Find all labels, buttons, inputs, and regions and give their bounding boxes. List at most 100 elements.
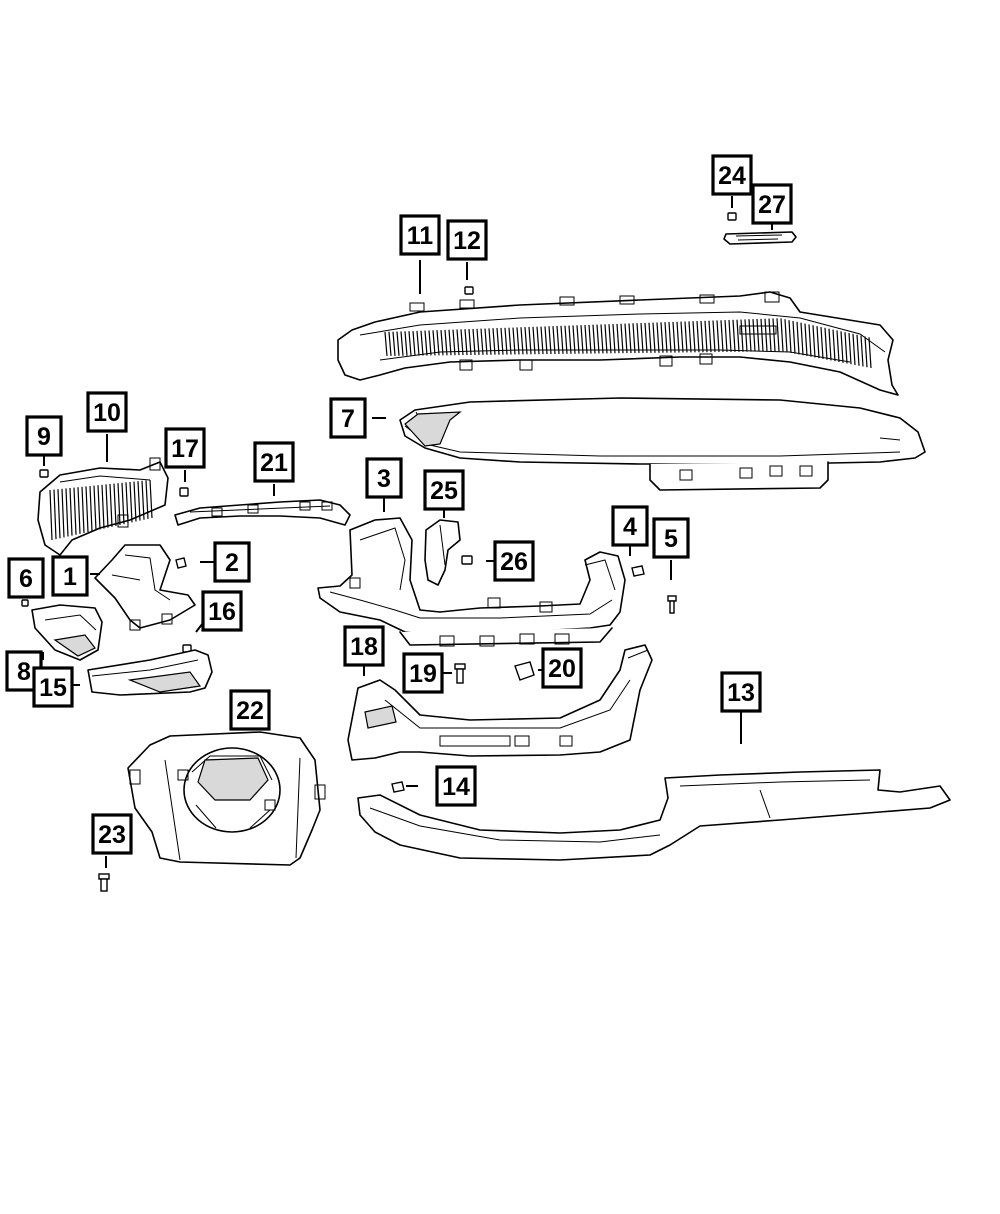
grille-rib <box>81 486 85 533</box>
part-27-badge[interactable] <box>723 231 797 245</box>
grille-rib <box>616 323 620 354</box>
part-4-clip[interactable] <box>631 565 645 577</box>
grille-rib <box>716 320 720 353</box>
grille-rib <box>768 318 772 352</box>
callout-box <box>51 555 89 597</box>
callout-box <box>399 214 441 256</box>
callout-25: 25 <box>423 469 465 511</box>
part-2-clip[interactable] <box>175 557 187 569</box>
part-7-top-cover[interactable] <box>399 397 926 491</box>
grille-rib <box>788 320 792 353</box>
part-13-lower-trim-bar[interactable] <box>357 769 951 861</box>
grille-rib <box>756 318 760 352</box>
callout-number: 10 <box>93 399 121 427</box>
callout-11: 11 <box>399 214 441 256</box>
grille-rib <box>452 329 456 356</box>
grille-rib <box>592 324 596 354</box>
callout-box <box>711 154 753 196</box>
grille-rib <box>69 487 73 536</box>
part-22-steering-opening[interactable] <box>127 731 326 866</box>
callout-15: 15 <box>32 666 74 708</box>
grille-rib <box>636 323 640 354</box>
callout-number: 9 <box>37 423 51 451</box>
grille-rib <box>824 327 828 360</box>
part-8-end-cap[interactable] <box>31 604 103 661</box>
callout-number: 21 <box>260 449 288 477</box>
grille-rib <box>728 319 732 352</box>
grille-rib <box>544 326 548 355</box>
callout-box <box>7 557 45 599</box>
grille-rib <box>672 321 676 353</box>
grille-rib <box>644 322 648 353</box>
part-12-clip[interactable] <box>464 286 474 295</box>
grille-rib <box>832 329 836 362</box>
grille-rib <box>113 483 117 526</box>
grille-rib <box>624 323 628 354</box>
grille-rib <box>388 331 392 357</box>
part-24-clip[interactable] <box>727 212 737 221</box>
callout-number: 16 <box>208 598 236 626</box>
grille-rib <box>796 321 800 355</box>
grille-rib <box>448 329 452 356</box>
grille-rib <box>748 319 752 352</box>
grille-rib <box>812 325 816 358</box>
grille-rib <box>456 329 460 356</box>
callout-number: 20 <box>548 655 576 683</box>
part-26-clip[interactable] <box>461 555 473 565</box>
grille-rib <box>408 331 412 356</box>
part-11-retainer[interactable] <box>337 291 899 396</box>
grille-rib <box>860 335 864 367</box>
part-21-bracket[interactable] <box>174 499 351 526</box>
part-19-screw[interactable] <box>454 663 466 684</box>
part-20-clip[interactable] <box>514 661 535 681</box>
callout-box <box>32 666 74 708</box>
part-6-clip[interactable] <box>21 599 29 607</box>
callout-16: 16 <box>201 590 243 632</box>
part-25-bracket[interactable] <box>424 519 461 586</box>
part-14-clip[interactable] <box>391 781 405 793</box>
grille-rib <box>57 489 61 539</box>
grille-rib <box>828 328 832 361</box>
grille-rib <box>852 333 856 366</box>
grille-rib <box>416 330 420 356</box>
grille-rib <box>428 330 432 356</box>
callout-number: 12 <box>453 227 481 255</box>
grille-rib <box>660 322 664 353</box>
callout-number: 18 <box>350 633 378 661</box>
callout-number: 15 <box>39 674 67 702</box>
grille-rib <box>688 321 692 353</box>
part-5-screw[interactable] <box>667 595 677 614</box>
callout-box <box>343 625 385 667</box>
grille-rib <box>580 325 584 354</box>
grille-rib <box>133 481 137 522</box>
grille-rib <box>49 489 53 541</box>
grille-rib <box>536 326 540 355</box>
grille-rib <box>540 326 544 355</box>
grille-rib <box>85 486 89 533</box>
grille-rib <box>576 325 580 354</box>
part-15-lower-trim[interactable] <box>87 649 213 696</box>
callout-7: 7 <box>329 397 367 439</box>
part-9-clip[interactable] <box>39 469 49 478</box>
grille-rib <box>720 320 724 353</box>
grille-rib <box>73 487 77 535</box>
callout-box <box>201 590 243 632</box>
grille-rib <box>640 322 644 353</box>
part-1-left-bracket[interactable] <box>94 544 196 631</box>
grille-rib <box>496 328 500 355</box>
grille-rib <box>776 318 780 352</box>
grille-rib <box>528 326 532 355</box>
grille-rib <box>500 327 504 355</box>
callout-27: 27 <box>751 183 793 225</box>
grille-rib <box>632 323 636 354</box>
part-3-center-support[interactable] <box>317 517 626 647</box>
grille-rib <box>744 319 748 352</box>
grille-rib <box>488 328 492 355</box>
part-23-screw[interactable] <box>98 873 110 892</box>
part-10-left-duct[interactable] <box>37 457 169 556</box>
callout-24: 24 <box>711 154 753 196</box>
grille-rib <box>844 332 848 364</box>
part-18-lower-panel[interactable] <box>347 644 653 761</box>
part-17-clip[interactable] <box>179 487 189 497</box>
